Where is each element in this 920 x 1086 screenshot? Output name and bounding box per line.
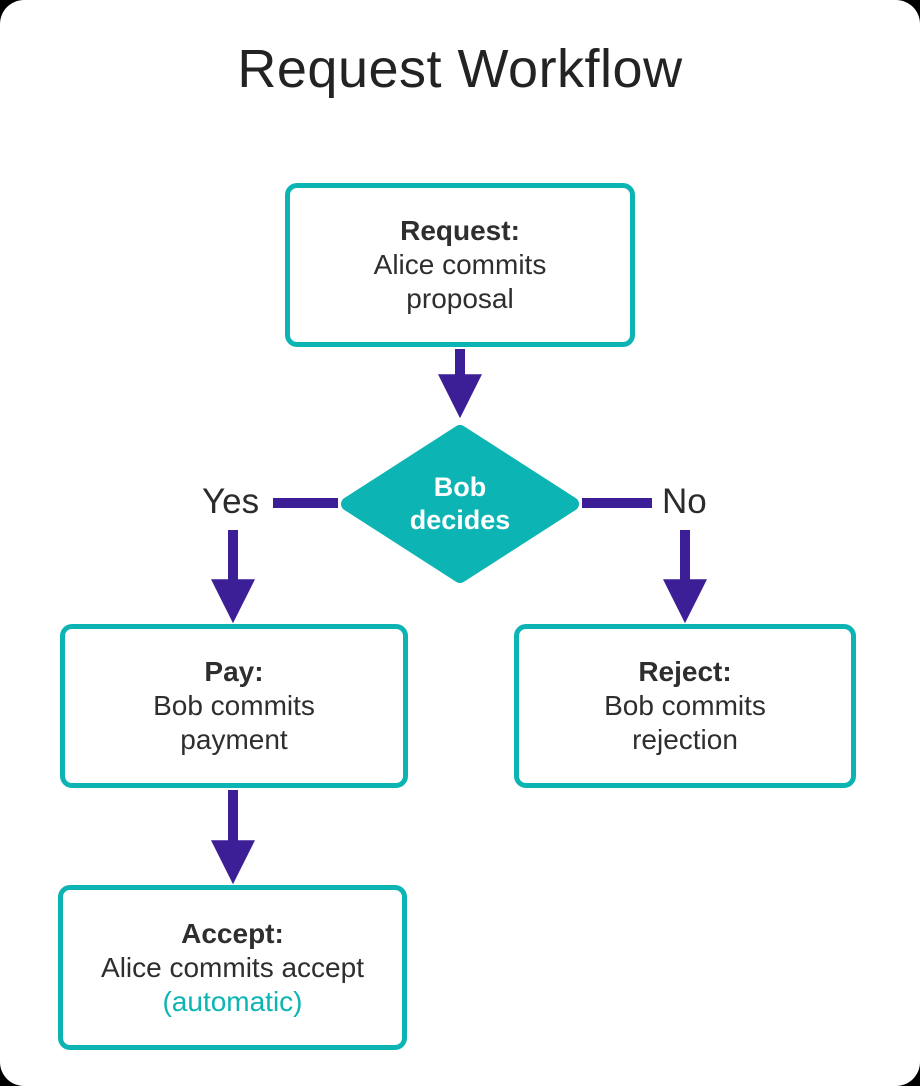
node-decision-line: Bob [433, 472, 487, 502]
node-decision: Bob decides [341, 425, 579, 583]
node-accept: Accept: Alice commits accept (automatic) [58, 885, 407, 1050]
node-request-line: Alice commits [373, 249, 547, 280]
edge-label-no: No [662, 482, 707, 521]
node-request-heading: Request: [400, 215, 520, 246]
node-reject: Reject: Bob commits rejection [514, 624, 856, 788]
decision-diamond-shape [341, 425, 579, 583]
node-reject-line: rejection [632, 724, 738, 755]
node-accept-note: (automatic) [162, 985, 303, 1017]
node-pay-heading: Pay: [204, 656, 264, 687]
diagram-title: Request Workflow [237, 39, 683, 99]
node-reject-heading: Reject: [638, 656, 732, 687]
node-pay: Pay: Bob commits payment [60, 624, 408, 788]
node-accept-line: Alice commits accept [101, 951, 364, 983]
node-accept-heading: Accept: [181, 917, 284, 949]
node-pay-line: Bob commits [153, 690, 315, 721]
node-pay-line: payment [180, 724, 288, 755]
node-reject-line: Bob commits [604, 690, 766, 721]
node-request-line: proposal [406, 283, 514, 314]
edge-label-yes: Yes [202, 482, 260, 521]
node-decision-line: decides [409, 505, 511, 535]
node-request: Request: Alice commits proposal [285, 183, 635, 347]
